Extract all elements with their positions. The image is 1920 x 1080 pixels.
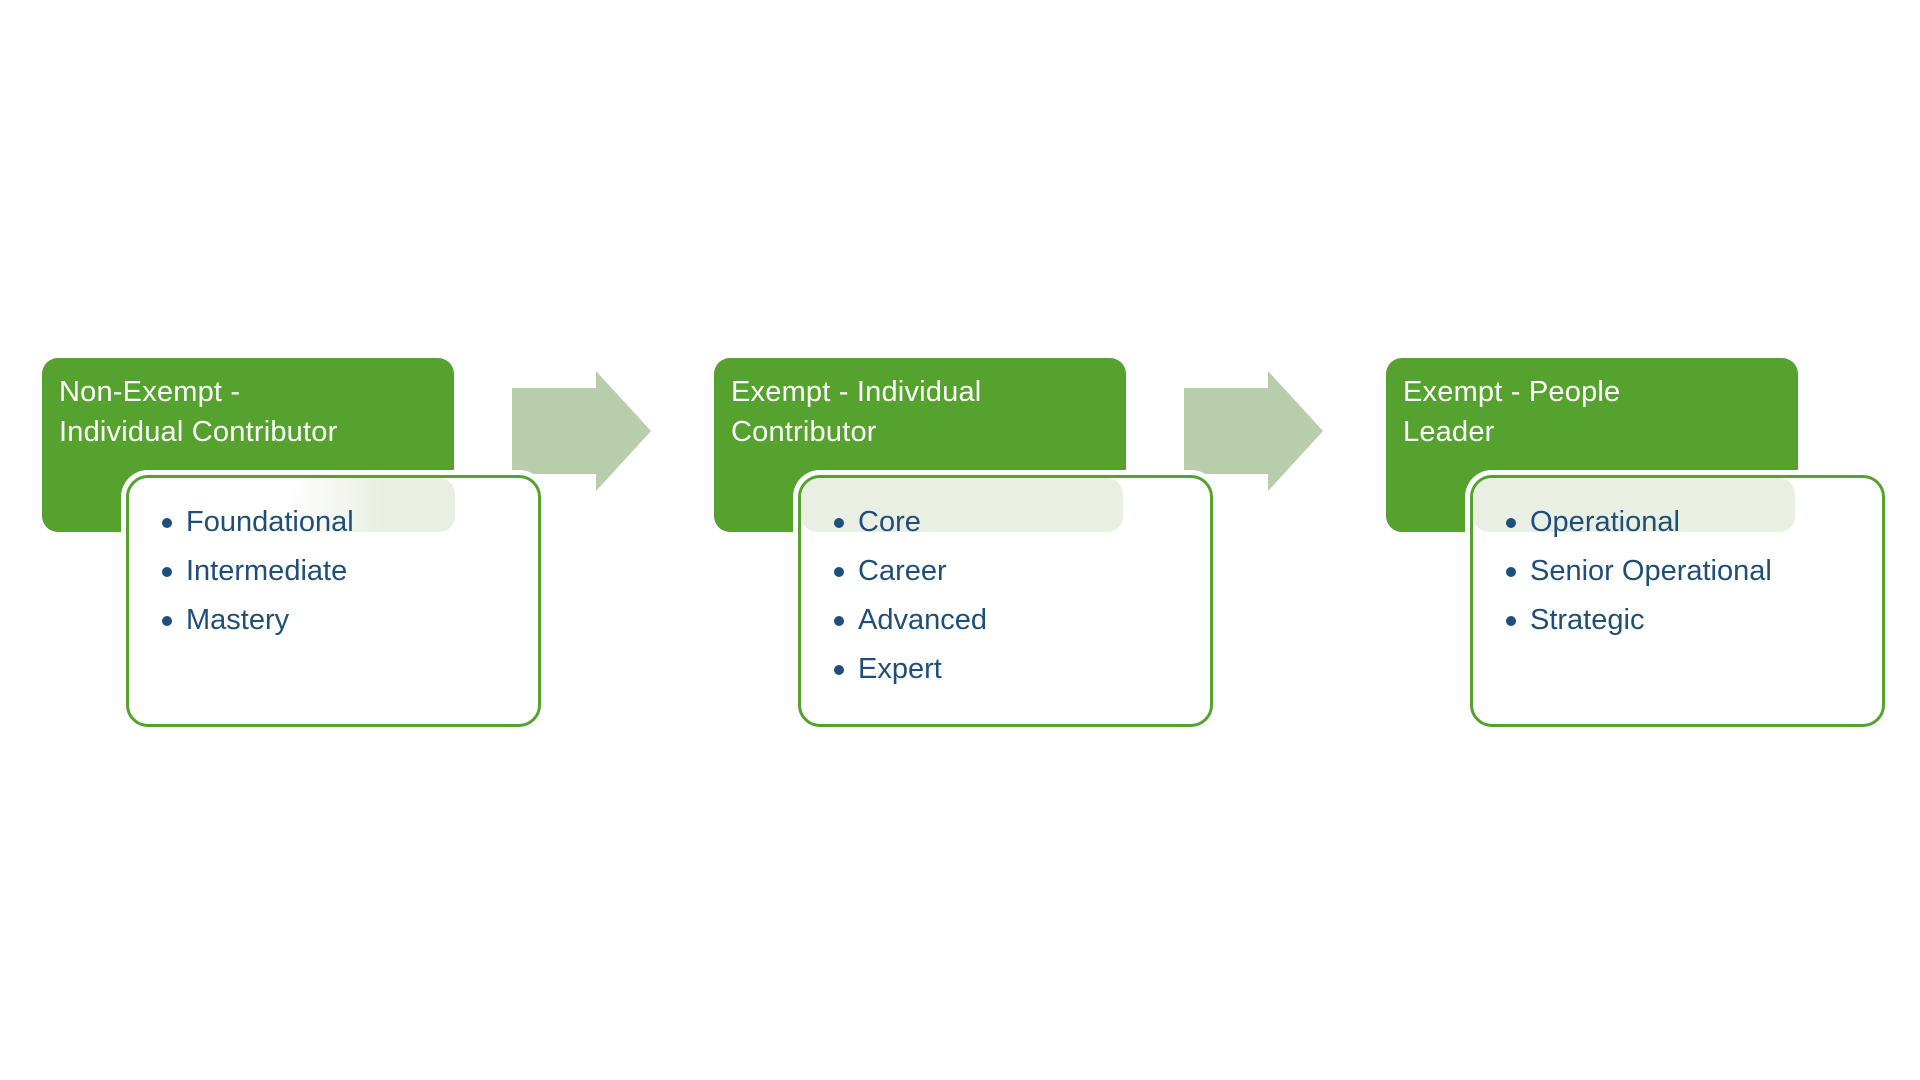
stage-title-line2: Contributor xyxy=(731,416,877,448)
flow-arrow-2 xyxy=(1184,371,1323,491)
bullet-item: Career xyxy=(831,547,987,596)
bullet-label: Intermediate xyxy=(186,555,348,587)
bullet-label: Foundational xyxy=(186,506,354,538)
right-arrow-icon xyxy=(512,371,651,491)
bullet-label: Strategic xyxy=(1530,604,1645,636)
bullet-label: Core xyxy=(858,506,921,538)
highlight-band xyxy=(289,478,455,532)
right-arrow-icon xyxy=(1184,371,1323,491)
stage-title-line1: Non-Exempt - xyxy=(59,376,241,408)
stage-title-line2: Leader xyxy=(1403,416,1495,448)
bullet-item: Operational xyxy=(1503,498,1772,547)
bullet-label: Expert xyxy=(858,653,942,685)
bullet-label: Advanced xyxy=(858,604,987,636)
flow-arrow-1 xyxy=(512,371,651,491)
highlight-band xyxy=(1473,478,1795,532)
bullet-item: Core xyxy=(831,498,987,547)
bullet-label: Career xyxy=(858,555,947,587)
bullet-label: Operational xyxy=(1530,506,1680,538)
bullet-item: Foundational xyxy=(159,498,354,547)
bullet-label: Senior Operational xyxy=(1530,555,1772,587)
bullet-item: Mastery xyxy=(159,596,354,645)
bullet-item: Strategic xyxy=(1503,596,1772,645)
stage-title: Non-Exempt - Individual Contributor xyxy=(59,372,439,452)
stage-title-line1: Exempt - Individual xyxy=(731,376,982,408)
bullet-item: Advanced xyxy=(831,596,987,645)
stage-title-line2: Individual Contributor xyxy=(59,416,338,448)
bullet-item: Intermediate xyxy=(159,547,354,596)
stage-title-line1: Exempt - People xyxy=(1403,376,1621,408)
bullet-item: Senior Operational xyxy=(1503,547,1772,596)
bullet-item: Expert xyxy=(831,645,987,694)
bullet-label: Mastery xyxy=(186,604,290,636)
highlight-band xyxy=(801,478,1123,532)
